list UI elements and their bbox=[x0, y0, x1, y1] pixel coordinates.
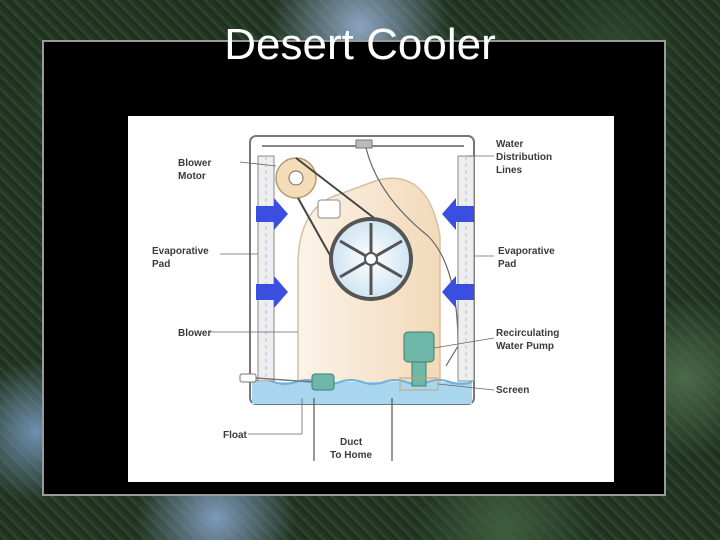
distribution-manifold bbox=[356, 140, 372, 148]
recirculating-pump-motor bbox=[404, 332, 434, 362]
label-float: Float bbox=[223, 430, 248, 441]
recirculating-pump-body bbox=[412, 362, 426, 386]
label-blower-motor-2: Motor bbox=[178, 171, 206, 182]
label-water-distribution-3: Lines bbox=[496, 165, 523, 176]
label-evaporative-pad-right-2: Pad bbox=[498, 259, 516, 270]
label-water-distribution-2: Distribution bbox=[496, 152, 552, 163]
cooler-diagram: Blower Motor Evaporative Pad Blower Floa… bbox=[128, 116, 614, 482]
float-valve bbox=[240, 374, 256, 382]
label-pump: Recirculating bbox=[496, 328, 559, 339]
label-pump-2: Water Pump bbox=[496, 341, 554, 352]
slide-title: Desert Cooler bbox=[0, 20, 720, 70]
motor-mount bbox=[318, 200, 340, 218]
label-blower-motor: Blower bbox=[178, 158, 211, 169]
label-evaporative-pad-left-2: Pad bbox=[152, 259, 170, 270]
label-screen: Screen bbox=[496, 385, 529, 396]
float bbox=[312, 374, 334, 390]
label-evaporative-pad-right: Evaporative bbox=[498, 246, 555, 257]
label-duct: Duct bbox=[340, 437, 363, 448]
cooler-svg: Blower Motor Evaporative Pad Blower Floa… bbox=[128, 116, 614, 482]
label-water-distribution: Water bbox=[496, 139, 524, 150]
water-basin bbox=[252, 382, 472, 404]
label-duct-2: To Home bbox=[330, 450, 372, 461]
label-blower: Blower bbox=[178, 328, 211, 339]
label-evaporative-pad-left: Evaporative bbox=[152, 246, 209, 257]
